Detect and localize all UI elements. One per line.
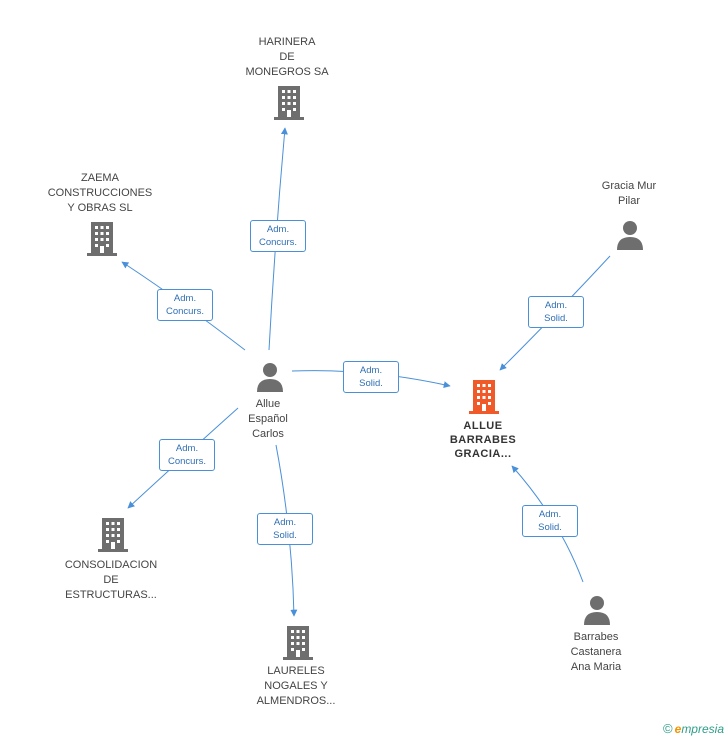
label-line: DE <box>103 574 119 586</box>
edge-label-line: Solid. <box>273 530 297 541</box>
building-icon[interactable] <box>87 222 117 256</box>
edge-label-zaema[interactable]: Adm. Concurs. <box>157 289 213 321</box>
node-label-gracia-mur[interactable]: Gracia Mur Pilar <box>602 179 656 209</box>
brand-initial: e <box>674 722 682 736</box>
label-line: MONEGROS SA <box>245 66 329 78</box>
brand-name: mpresia <box>681 722 724 736</box>
building-icon[interactable] <box>469 380 499 414</box>
edge-label-line: Adm. <box>173 293 197 304</box>
footer-brand[interactable]: ©empresia <box>663 721 724 736</box>
edge-label-line: Concurs. <box>167 456 206 467</box>
label-line: DE <box>279 51 295 63</box>
copyright-icon: © <box>663 721 673 736</box>
building-icon[interactable] <box>98 518 128 552</box>
edge-label-line: Adm. <box>175 443 199 454</box>
label-line: Y OBRAS SL <box>67 202 133 214</box>
label-line: CONSOLIDACION <box>64 559 158 571</box>
label-line: Pilar <box>617 195 640 207</box>
label-line: ALMENDROS... <box>256 695 336 707</box>
person-icon[interactable] <box>255 362 285 392</box>
edge-label-laureles[interactable]: Adm. Solid. <box>257 513 313 545</box>
label-line: Castanera <box>570 646 622 658</box>
edge-label-line: Solid. <box>359 378 383 389</box>
label-line: ESTRUCTURAS... <box>65 589 157 601</box>
building-icon[interactable] <box>283 626 313 660</box>
label-line: GRACIA... <box>454 448 512 460</box>
label-line: Ana Maria <box>570 661 622 673</box>
edge-label-line: Adm. <box>544 300 568 311</box>
label-line: Gracia Mur <box>601 180 657 192</box>
node-label-barrabes-castanera[interactable]: Barrabes Castanera Ana Maria <box>571 630 622 675</box>
edge-label-line: Adm. <box>266 224 290 235</box>
node-label-harinera[interactable]: HARINERA DE MONEGROS SA <box>245 35 328 80</box>
label-line: LAURELES <box>267 665 325 677</box>
label-line: HARINERA <box>258 36 316 48</box>
label-line: Español <box>248 413 288 425</box>
edge-label-barrabes-castanera[interactable]: Adm. Solid. <box>522 505 578 537</box>
label-line: ZAEMA <box>81 172 119 184</box>
edge-label-consolidacion[interactable]: Adm. Concurs. <box>159 439 215 471</box>
label-line: Barrabes <box>573 631 619 643</box>
node-label-allue-espanol[interactable]: Allue Español Carlos <box>248 397 288 442</box>
edge-label-line: Solid. <box>544 313 568 324</box>
edge-label-line: Concurs. <box>165 306 204 317</box>
edge-label-allue-barrabes[interactable]: Adm. Solid. <box>343 361 399 393</box>
edge-label-line: Concurs. <box>258 237 297 248</box>
label-line: Allue <box>255 398 281 410</box>
label-line: BARRABES <box>449 434 517 446</box>
edge-label-line: Adm. <box>359 365 383 376</box>
label-line: ALLUE <box>463 420 503 432</box>
building-icon[interactable] <box>274 86 304 120</box>
node-label-laureles[interactable]: LAURELES NOGALES Y ALMENDROS... <box>257 664 336 709</box>
person-icon[interactable] <box>615 220 645 250</box>
edge-label-line: Solid. <box>538 522 562 533</box>
edge-label-line: Adm. <box>273 517 297 528</box>
node-label-consolidacion[interactable]: CONSOLIDACION DE ESTRUCTURAS... <box>65 558 157 603</box>
edge-label-gracia-mur[interactable]: Adm. Solid. <box>528 296 584 328</box>
label-line: Carlos <box>252 428 284 440</box>
label-line: NOGALES Y <box>264 680 328 692</box>
edge-label-harinera[interactable]: Adm. Concurs. <box>250 220 306 252</box>
node-label-zaema[interactable]: ZAEMA CONSTRUCCIONES Y OBRAS SL <box>48 171 153 216</box>
person-icon[interactable] <box>582 595 612 625</box>
node-label-allue-barrabes[interactable]: ALLUE BARRABES GRACIA... <box>450 419 516 461</box>
edge-label-line: Adm. <box>538 509 562 520</box>
label-line: CONSTRUCCIONES <box>47 187 153 199</box>
